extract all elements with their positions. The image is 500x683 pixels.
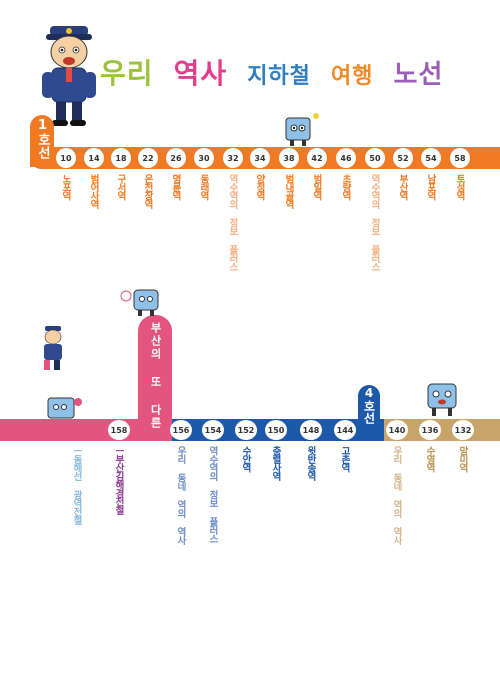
bottom-station-6-marker[interactable]: 148	[300, 420, 322, 440]
line1-station-34-name[interactable]: 양정역	[254, 174, 265, 200]
line1-station-42-name[interactable]: 범일역	[311, 174, 322, 200]
title-word-4: 여행	[330, 64, 374, 89]
bottom-station-1-marker[interactable]: 158	[108, 420, 130, 440]
line1-station-18-marker[interactable]: 18	[111, 148, 131, 168]
conductor-character-small	[44, 326, 62, 370]
page-title: 우리 역사 지하철 여행 노선	[100, 52, 453, 92]
line1-station-38-name[interactable]: 범내골역	[283, 174, 294, 208]
bottom-station-1-name[interactable]: ㅡ부산김해경전철	[113, 446, 124, 514]
line1-station-42-marker[interactable]: 42	[307, 148, 327, 168]
bottom-station-7-marker[interactable]: 144	[334, 420, 356, 440]
title-word-3: 지하철	[247, 64, 311, 89]
busan-line-label-wrap: 부산의 또 다른 전철	[138, 322, 172, 471]
robot-mascot-line1	[285, 113, 319, 146]
line1-station-22-name[interactable]: 온천장역	[142, 174, 153, 208]
line1-station-54-name[interactable]: 남포역	[425, 174, 436, 200]
robot-mascot-pink	[47, 397, 82, 419]
bottom-station-3-name[interactable]: 역수역의 정보 플러스	[207, 446, 218, 543]
busan-line-tab	[138, 315, 172, 441]
line1-station-46-name[interactable]: 초량역	[340, 174, 351, 200]
robot-mascot-busan	[120, 289, 159, 316]
bottom-station-4-marker[interactable]: 152	[235, 420, 257, 440]
bottom-station-10-marker[interactable]: 132	[452, 420, 474, 440]
line1-label-text: 1호선	[35, 118, 50, 159]
bottom-station-2-marker[interactable]: 156	[170, 420, 192, 440]
line1-station-46-marker[interactable]: 46	[336, 148, 356, 168]
bottom-station-4-name[interactable]: 수안역	[240, 446, 251, 472]
bottom-station-10-name[interactable]: 망미역	[457, 446, 468, 472]
line1-station-50-name[interactable]: 역수역의 정보 플러스	[369, 174, 380, 271]
conductor-character	[42, 26, 96, 126]
line1-station-26-marker[interactable]: 26	[166, 148, 186, 168]
bottom-station-8-name[interactable]: 우리 동네 역의 역사	[391, 446, 402, 544]
bottom-station-9-marker[interactable]: 136	[419, 420, 441, 440]
line1-station-14-marker[interactable]: 14	[84, 148, 104, 168]
robot-mascot-gold	[427, 383, 457, 416]
line1-label: 1호선	[30, 118, 54, 159]
line4-label: 4호선	[362, 386, 376, 424]
bottom-station-6-name[interactable]: 윗반송역	[305, 446, 316, 480]
title-word-1: 우리	[100, 57, 154, 90]
bottom-station-8-marker[interactable]: 140	[386, 420, 408, 440]
line4-tab	[358, 385, 380, 441]
bottom-station-5-name[interactable]: 충렬사역	[270, 446, 281, 480]
line1-station-30-marker[interactable]: 30	[194, 148, 214, 168]
line1-station-26-name[interactable]: 명륜역	[170, 174, 181, 200]
bottom-station-9-name[interactable]: 수영역	[424, 446, 435, 472]
bottom-station-3-marker[interactable]: 154	[202, 420, 224, 440]
line1-station-52-marker[interactable]: 52	[393, 148, 413, 168]
line1-station-54-marker[interactable]: 54	[421, 148, 441, 168]
line4-label-wrap: 4호선	[358, 386, 380, 424]
bottom-station-2-name[interactable]: 우리 동네 역의 역사	[175, 446, 186, 544]
line1-station-10-marker[interactable]: 10	[56, 148, 76, 168]
line1-station-38-marker[interactable]: 38	[279, 148, 299, 168]
busan-line-track	[0, 419, 172, 441]
busan-line-label: 부산의 또 다른 전철	[149, 322, 162, 471]
bottom-station-5-marker[interactable]: 150	[265, 420, 287, 440]
bottom-station-7-name[interactable]: 고촌역	[339, 446, 350, 472]
line1-station-30-name[interactable]: 동래역	[198, 174, 209, 200]
line1-station-14-name[interactable]: 범어사역	[88, 174, 99, 208]
line1-station-10-name[interactable]: 노포역	[60, 174, 71, 200]
title-word-5: 노선	[393, 60, 444, 90]
line1-station-58-marker[interactable]: 58	[450, 148, 470, 168]
bottom-station-0-name[interactable]: ㅡ동해선 광역전철	[71, 446, 82, 524]
line1-station-32-marker[interactable]: 32	[223, 148, 243, 168]
title-word-2: 역사	[173, 57, 228, 90]
line1-station-58-name[interactable]: 토성역	[454, 174, 465, 200]
line1-station-50-marker[interactable]: 50	[365, 148, 385, 168]
line1-station-52-name[interactable]: 부산역	[397, 174, 408, 200]
line1-station-32-name[interactable]: 역수역의 정보 플러스	[227, 174, 238, 271]
line1-station-18-name[interactable]: 구서역	[115, 174, 126, 200]
line1-station-22-marker[interactable]: 22	[138, 148, 158, 168]
line1-station-34-marker[interactable]: 34	[250, 148, 270, 168]
